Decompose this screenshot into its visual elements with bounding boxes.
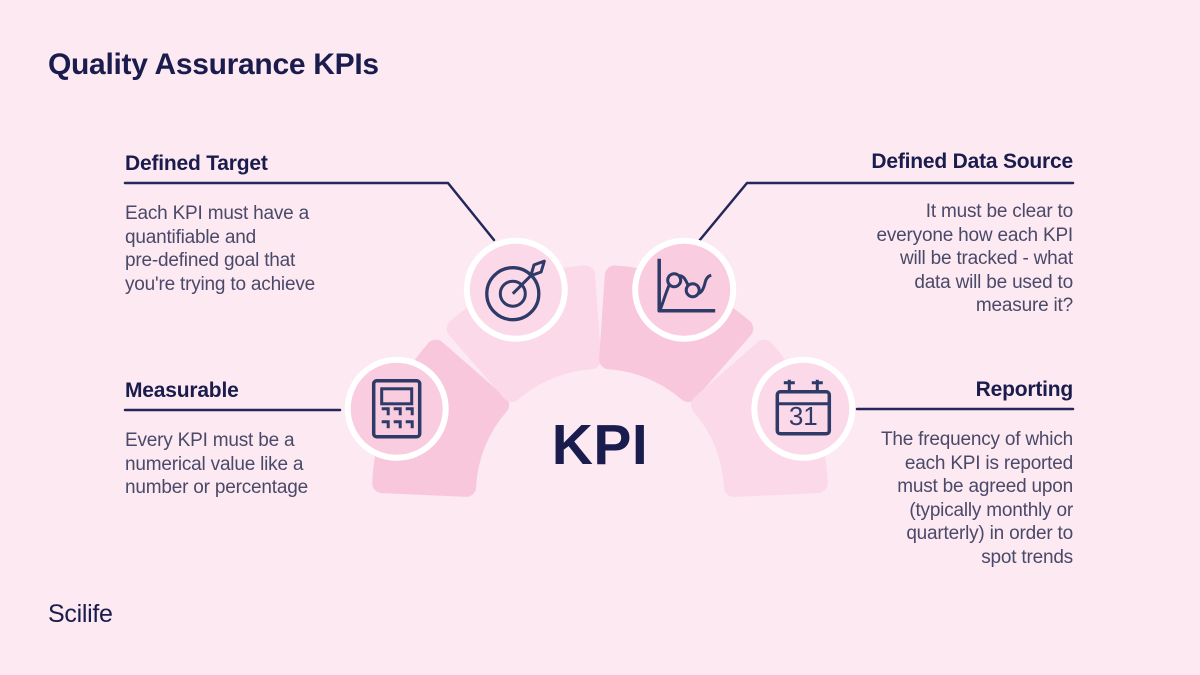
- section-description-defined-data-source: It must be clear to everyone how each KP…: [876, 201, 1074, 316]
- target-icon: [485, 259, 546, 322]
- calendar-day-label: 31: [789, 401, 818, 431]
- section-heading-measurable: Measurable: [125, 379, 239, 402]
- line-chart-icon: [657, 258, 716, 313]
- page-title: Quality Assurance KPIs: [48, 48, 379, 81]
- section-heading-reporting: Reporting: [975, 378, 1074, 401]
- section-reporting: Reporting The frequency of which each KP…: [773, 378, 1073, 569]
- section-measurable: Measurable Every KPI must be a numerical…: [125, 379, 425, 500]
- section-description-reporting: The frequency of which each KPI is repor…: [880, 429, 1073, 568]
- section-heading-defined-target: Defined Target: [125, 152, 268, 175]
- connector-defined-data-source: [697, 181, 1075, 243]
- calculator-icon: [371, 379, 422, 439]
- icon-circle-reporting: [757, 362, 850, 455]
- section-defined-target: Defined Target Each KPI must have a quan…: [125, 152, 425, 296]
- section-heading-defined-data-source: Defined Data Source: [871, 150, 1073, 173]
- section-description-defined-target: Each KPI must have a quantifiable and pr…: [125, 203, 315, 295]
- scilife-logo: Scilife: [48, 600, 113, 628]
- icon-circle-defined-data-source: [638, 243, 731, 336]
- calendar-icon: 31: [775, 379, 832, 436]
- kpi-center-label: KPI: [551, 413, 649, 477]
- section-description-measurable: Every KPI must be a numerical value like…: [125, 430, 308, 498]
- section-defined-data-source: Defined Data Source It must be clear to …: [773, 150, 1073, 318]
- connector-defined-target: [123, 181, 496, 242]
